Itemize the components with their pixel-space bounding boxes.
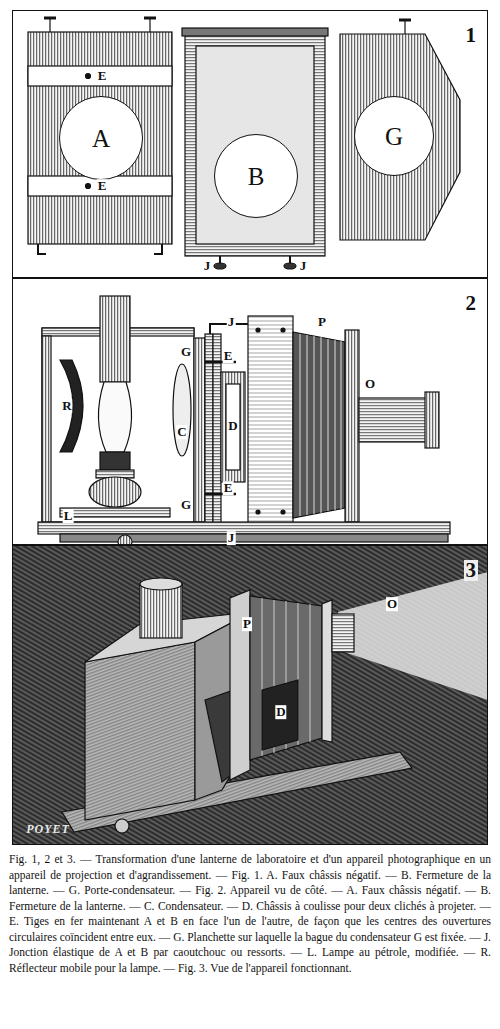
part-letter: L xyxy=(63,509,74,523)
part-letter: O xyxy=(386,597,398,611)
working-apparatus-view xyxy=(332,614,354,652)
lantern-side-view xyxy=(281,328,285,332)
part-letter: C xyxy=(176,425,187,439)
working-apparatus-view xyxy=(115,819,129,833)
working-apparatus-view xyxy=(140,584,182,638)
working-apparatus-view xyxy=(140,578,182,590)
part-letter: E xyxy=(223,349,234,363)
part-letter: O xyxy=(364,377,376,391)
lantern-side-view xyxy=(42,336,51,522)
lantern-closure-plate xyxy=(196,46,314,244)
lantern-side-view xyxy=(221,372,245,482)
bellows-folds xyxy=(328,339,329,511)
lantern-closure-plate xyxy=(182,28,328,269)
base-board xyxy=(38,522,450,534)
lantern-side-view xyxy=(345,330,359,522)
bellows-folds xyxy=(341,341,342,509)
bellows-folds xyxy=(307,335,308,515)
reflector xyxy=(60,360,83,452)
plate-opening: G xyxy=(354,96,434,176)
figure-number: 3 xyxy=(464,560,479,581)
faux-chassis-plate xyxy=(86,184,91,189)
faux-chassis-plate xyxy=(38,244,46,254)
faux-chassis-plate xyxy=(44,17,56,20)
lens xyxy=(359,398,427,442)
figure-caption: Fig. 1, 2 et 3. — Transformation d'une l… xyxy=(9,852,491,976)
condenser-holder-plate xyxy=(340,34,460,240)
condenser-holder-plate xyxy=(340,20,460,240)
bellows-folds xyxy=(300,334,341,516)
lantern-side-view xyxy=(100,452,130,470)
lantern-side-view xyxy=(89,477,141,507)
working-apparatus-view xyxy=(12,545,488,845)
working-apparatus-view xyxy=(250,596,322,760)
bellows-folds xyxy=(310,604,311,742)
lantern-side-view xyxy=(194,338,205,522)
figure-panel: 1A B G xyxy=(12,10,488,278)
lantern-closure-plate xyxy=(185,34,325,256)
lantern-side-view xyxy=(425,392,439,448)
light-beam xyxy=(338,572,488,700)
bellows-folds xyxy=(300,334,301,516)
part-letter: G xyxy=(180,498,192,512)
bellows-folds xyxy=(262,598,310,756)
plate-opening: A xyxy=(59,96,143,180)
dark-background xyxy=(12,545,488,845)
engraver-signature: POYET xyxy=(25,822,71,837)
condenser-holder-plate xyxy=(404,20,405,34)
figure-panel: 3 xyxy=(12,545,488,845)
lantern-closure-plate xyxy=(182,28,328,36)
lantern-side-view xyxy=(226,384,240,470)
part-letter: D xyxy=(227,419,238,433)
faux-chassis-plate xyxy=(49,18,50,32)
condenser-lens xyxy=(173,364,191,456)
figure-number: 2 xyxy=(464,293,479,314)
lamp-base xyxy=(60,508,170,517)
part-letter: P xyxy=(242,617,252,631)
lantern-side-view xyxy=(256,510,260,514)
part-letter: E xyxy=(97,179,108,193)
bellows-folds xyxy=(314,336,315,514)
faux-chassis-plate xyxy=(28,176,172,196)
part-letter: E xyxy=(97,69,108,83)
faux-chassis-plate xyxy=(144,17,156,20)
working-apparatus-view xyxy=(322,600,332,742)
figure-panel: 2 xyxy=(12,278,488,545)
faux-chassis-plate xyxy=(149,18,150,32)
part-letter: J xyxy=(203,259,212,273)
part-letter: G xyxy=(180,345,192,359)
bellows-folds xyxy=(335,340,336,510)
lantern-side-view xyxy=(38,296,450,549)
faux-chassis-plate xyxy=(86,74,91,79)
lantern-side-view xyxy=(100,296,130,382)
lantern-closure-plate xyxy=(284,263,296,269)
lantern-closure-plate xyxy=(214,263,226,269)
condenser-holder-plate xyxy=(399,19,411,22)
figure-number: 1 xyxy=(464,25,479,46)
part-letter: B xyxy=(248,164,265,189)
part-letter: P xyxy=(317,315,327,329)
bellows-folds xyxy=(321,337,322,513)
lantern-side-view xyxy=(281,510,285,514)
lantern-side-view xyxy=(98,382,131,452)
faux-chassis-plate xyxy=(154,244,162,254)
part-letter: E xyxy=(223,481,234,495)
part-letter: J xyxy=(227,531,236,545)
lantern-side-view xyxy=(248,316,293,528)
working-apparatus-view xyxy=(262,680,298,750)
lantern-side-view xyxy=(293,332,345,518)
faux-chassis-plate xyxy=(28,32,172,244)
plate-opening: B xyxy=(214,134,298,218)
part-letter: G xyxy=(385,124,403,149)
part-letter: A xyxy=(92,126,110,151)
part-letter: R xyxy=(61,399,72,413)
part-letter: D xyxy=(275,705,286,719)
part-letter: J xyxy=(227,315,236,329)
part-letter: J xyxy=(299,259,308,273)
working-apparatus-view xyxy=(85,642,195,820)
lantern-side-view xyxy=(256,328,260,332)
faux-chassis-plate xyxy=(28,18,172,254)
faux-chassis-plate xyxy=(28,66,172,86)
